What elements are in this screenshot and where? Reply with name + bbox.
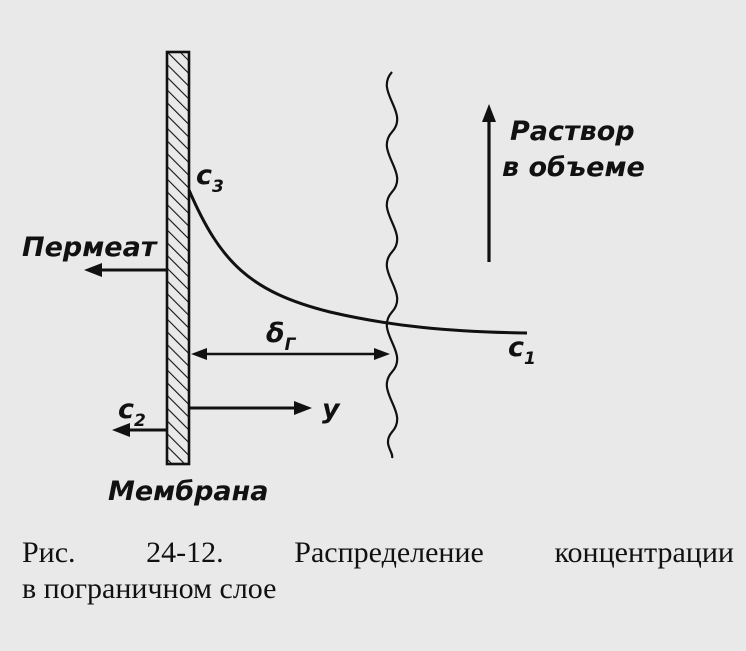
concentration-profile-curve bbox=[187, 189, 528, 335]
y-axis-arrow bbox=[189, 401, 312, 415]
boundary-layer-edge bbox=[385, 71, 399, 459]
delta-dimension-arrow bbox=[191, 348, 390, 360]
label-membrane: Мембрана bbox=[108, 476, 269, 507]
figure-caption: Рис. 24-12. Распределение концентрации в… bbox=[22, 535, 734, 607]
label-c2: c2 bbox=[118, 394, 146, 431]
caption-word-distribution: Распределение bbox=[294, 536, 484, 569]
c2-arrow bbox=[112, 423, 167, 437]
caption-line-1: Рис. 24-12. Распределение концентрации bbox=[22, 535, 734, 571]
permeate-arrow bbox=[84, 263, 167, 277]
membrane bbox=[165, 50, 191, 466]
label-delta: δГ bbox=[266, 318, 297, 355]
label-bulk-solution-line1: Раствор bbox=[510, 116, 635, 147]
label-permeate: Пермеат bbox=[22, 232, 158, 263]
label-bulk-solution-line2: в объеме bbox=[502, 152, 645, 183]
label-y-axis: y bbox=[322, 394, 341, 425]
label-c1: c1 bbox=[508, 332, 536, 369]
caption-word-fig: Рис. bbox=[22, 536, 76, 569]
caption-line-2: в пограничном слое bbox=[22, 572, 277, 605]
bulk-flow-arrow bbox=[482, 104, 496, 262]
caption-word-concentration: концентрации bbox=[554, 536, 734, 569]
label-c3: c3 bbox=[196, 160, 224, 197]
caption-word-number: 24-12. bbox=[146, 536, 224, 569]
